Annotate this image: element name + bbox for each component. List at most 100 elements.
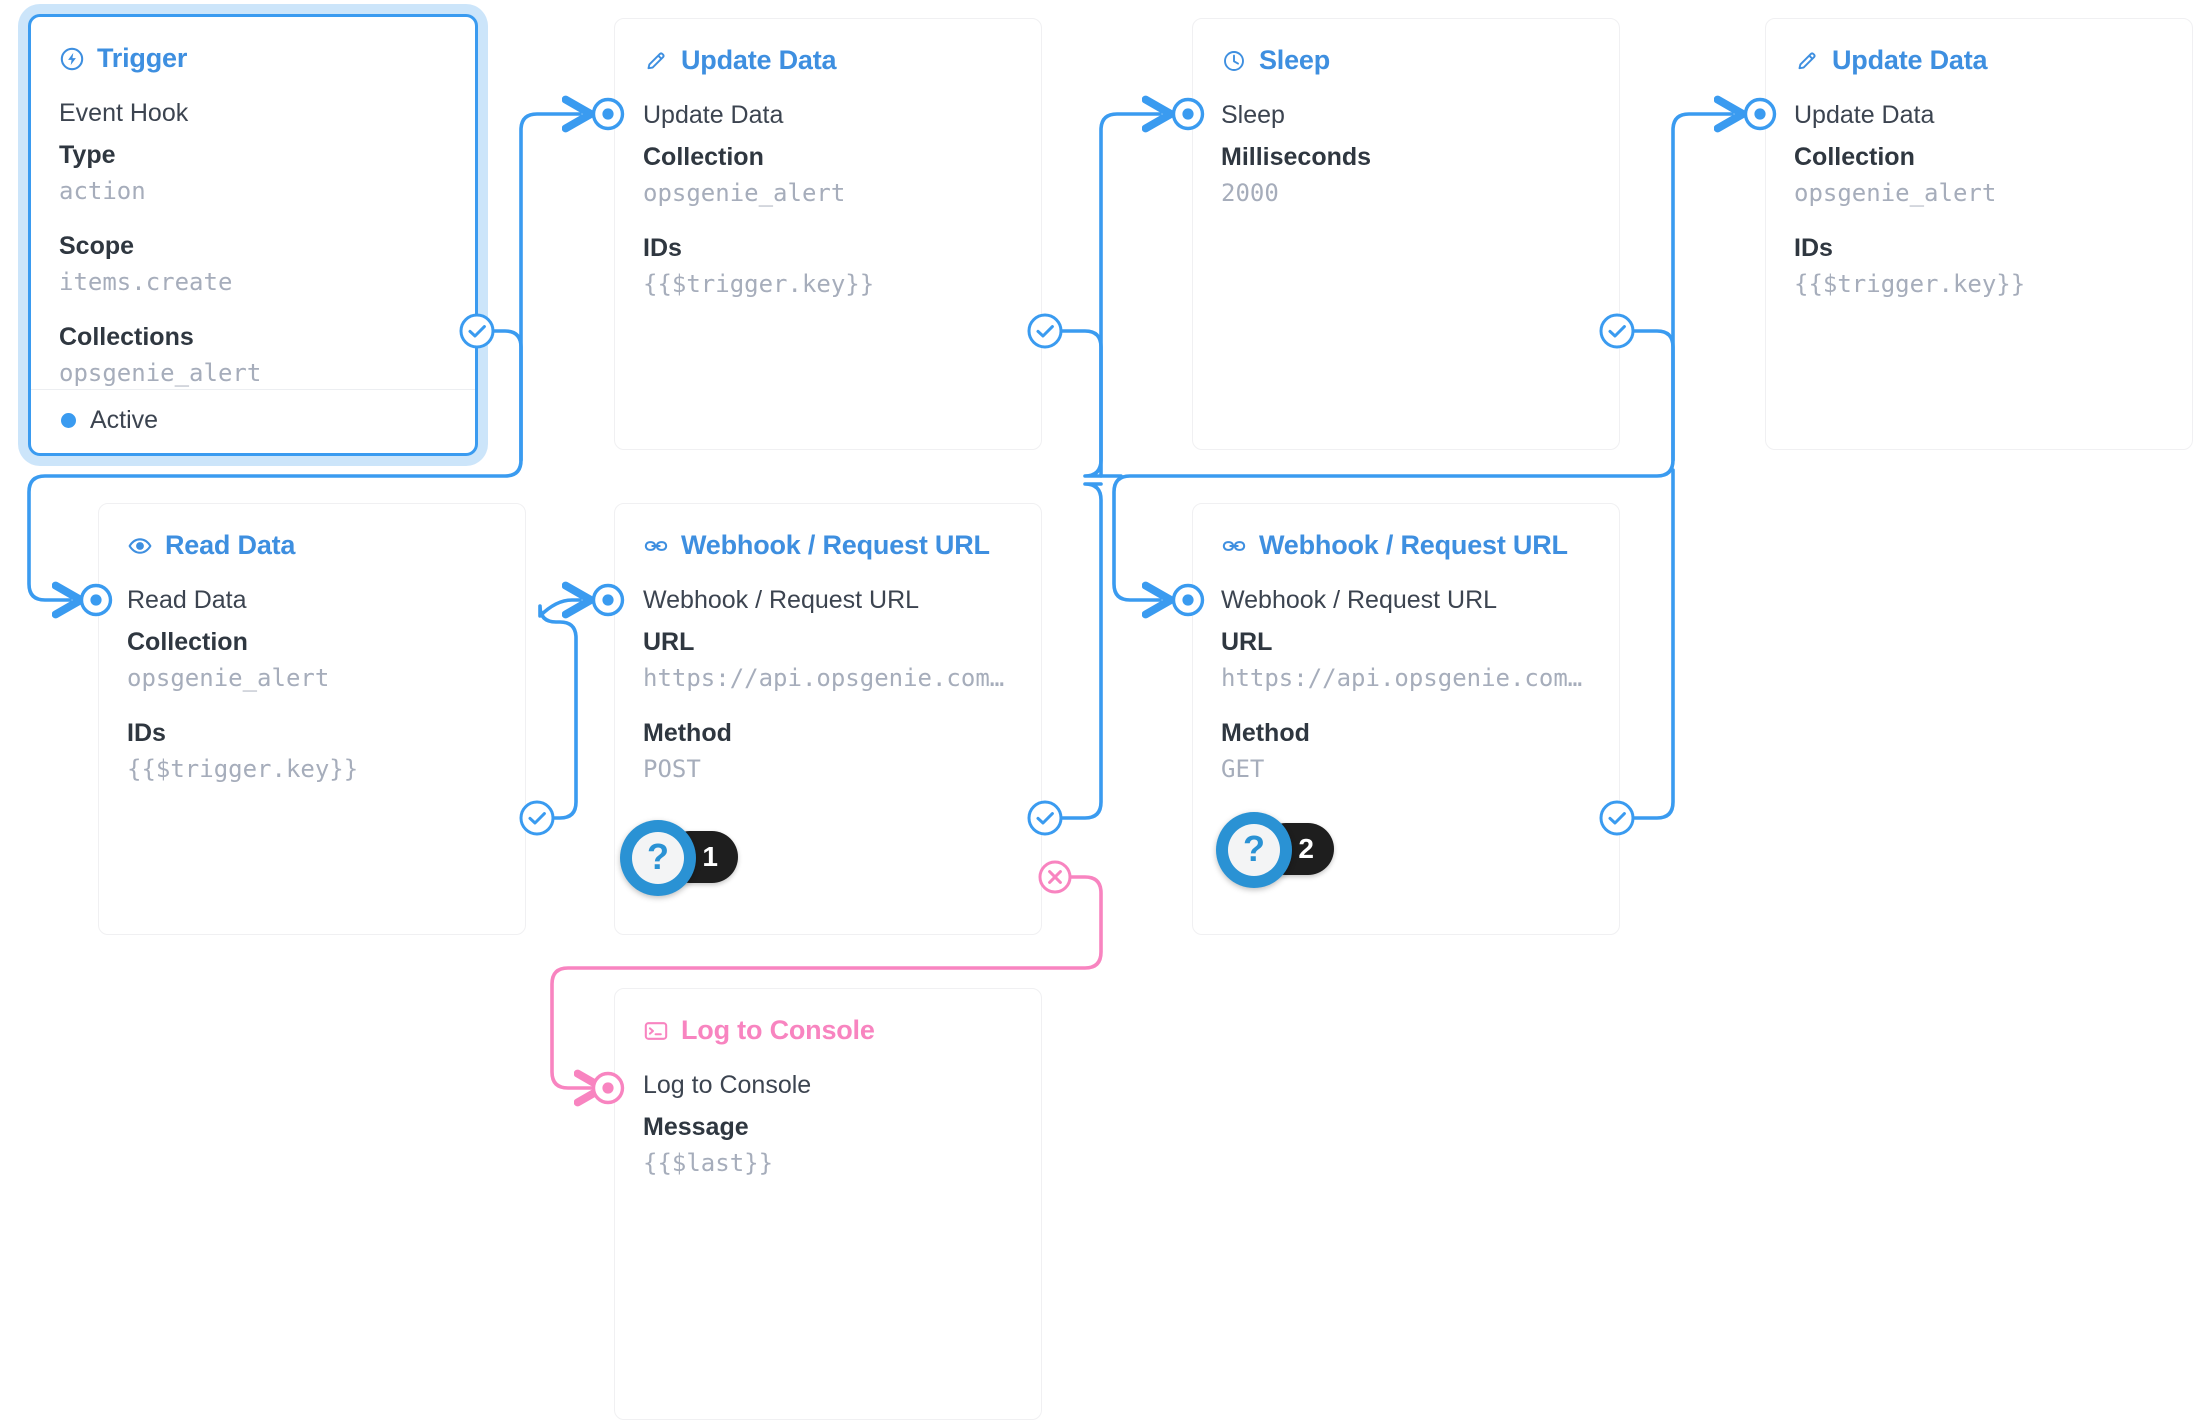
card-header-update-data-1: Update Data [615, 19, 1041, 80]
output-port-success-sleep[interactable] [1595, 309, 1639, 353]
field-value: opsgenie_alert [59, 358, 262, 387]
row-title: Update Data [643, 101, 784, 129]
field-label: IDs [1794, 234, 1833, 263]
card-body-webhook-1: Webhook / Request URL URL https://api.op… [615, 565, 1041, 784]
card-header-label: Webhook / Request URL [1259, 530, 1568, 560]
card-header-webhook-1: Webhook / Request URL [615, 504, 1041, 565]
card-log-to-console[interactable]: Log to Console Log to Console Message {{… [614, 988, 1042, 1420]
field-value: opsgenie_alert [643, 179, 846, 208]
help-badge-symbol: ? [1228, 824, 1280, 876]
field-label: Method [643, 719, 732, 748]
card-header-update-data-2: Update Data [1766, 19, 2192, 80]
field-label: Collections [59, 322, 194, 351]
card-body-update-data-1: Update Data Collection opsgenie_alert ID… [615, 80, 1041, 299]
card-header-trigger: Trigger [31, 17, 475, 78]
output-port-success-webhook-1[interactable] [1023, 796, 1067, 840]
field-value: https://api.opsgenie.com/v… [1221, 664, 1591, 693]
input-port-webhook-2[interactable] [1166, 578, 1210, 622]
card-body-sleep: Sleep Milliseconds 2000 [1193, 80, 1619, 208]
field-value: POST [643, 755, 701, 784]
row-title: Sleep [1221, 101, 1285, 129]
pencil-icon [643, 48, 669, 74]
output-port-success-webhook-2[interactable] [1595, 796, 1639, 840]
output-port-success-trigger[interactable] [455, 309, 499, 353]
field-value: opsgenie_alert [1794, 179, 1997, 208]
link-icon [1221, 533, 1247, 559]
field-value: {{$last}} [643, 1149, 774, 1178]
input-port-update-data-2[interactable] [1738, 92, 1782, 136]
card-trigger[interactable]: Trigger Event Hook Type action Scope ite… [28, 14, 478, 456]
field-label: URL [643, 628, 695, 657]
card-body-update-data-2: Update Data Collection opsgenie_alert ID… [1766, 80, 2192, 299]
card-header-read-data: Read Data [99, 504, 525, 565]
help-badge-symbol: ? [632, 832, 684, 884]
lightning-bolt-circle-icon [59, 46, 85, 72]
input-port-sleep[interactable] [1166, 92, 1210, 136]
card-update-data-1[interactable]: Update Data Update Data Collection opsge… [614, 18, 1042, 450]
pencil-icon [1794, 48, 1820, 74]
card-sleep[interactable]: Sleep Sleep Milliseconds 2000 [1192, 18, 1620, 450]
field-label: URL [1221, 628, 1273, 657]
field-label: IDs [127, 719, 166, 748]
output-port-success-update-data-1[interactable] [1023, 309, 1067, 353]
card-body-log-to-console: Log to Console Message {{$last}} [615, 1050, 1041, 1178]
card-body-trigger: Event Hook Type action Scope items.creat… [31, 78, 475, 388]
field-value: items.create [59, 268, 233, 297]
card-header-webhook-2: Webhook / Request URL [1193, 504, 1619, 565]
card-update-data-2[interactable]: Update Data Update Data Collection opsge… [1765, 18, 2193, 450]
card-header-label: Trigger [97, 43, 188, 73]
help-badge-2[interactable]: 2 ? [1216, 812, 1334, 888]
card-read-data[interactable]: Read Data Read Data Collection opsgenie_… [98, 503, 526, 935]
console-terminal-icon [643, 1018, 669, 1044]
field-label: Milliseconds [1221, 143, 1372, 172]
wire-webhook-1-success [1043, 482, 1103, 820]
question-mark-icon[interactable]: ? [620, 820, 696, 896]
row-title: Update Data [1794, 101, 1935, 129]
field-label: Collection [1794, 143, 1915, 172]
status-dot-icon [61, 413, 76, 428]
row-title: Event Hook [59, 99, 189, 127]
input-port-read-data[interactable] [74, 578, 118, 622]
question-mark-icon[interactable]: ? [1216, 812, 1292, 888]
wire-to-update-data-2 [1671, 114, 1732, 462]
field-value: action [59, 177, 146, 206]
output-port-success-read-data[interactable] [515, 796, 559, 840]
wire-update-data-1-to-sleep [1099, 114, 1160, 478]
row-title: Webhook / Request URL [1221, 586, 1498, 614]
trigger-status-bar: Active [31, 389, 475, 453]
eye-icon [127, 533, 153, 559]
field-label: IDs [643, 234, 682, 263]
wire-webhook-2-success [1615, 468, 1675, 820]
field-value: 2000 [1221, 179, 1279, 208]
field-label: Method [1221, 719, 1310, 748]
row-title: Webhook / Request URL [643, 586, 920, 614]
row-title: Read Data [127, 586, 247, 614]
field-value: {{$trigger.key}} [127, 755, 359, 784]
card-header-label: Webhook / Request URL [681, 530, 990, 560]
field-value: {{$trigger.key}} [643, 270, 875, 299]
field-label: Scope [59, 232, 135, 261]
card-header-label: Update Data [681, 45, 837, 75]
clock-icon [1221, 48, 1247, 74]
card-header-label: Log to Console [681, 1015, 875, 1045]
wire-to-update-data-1 [519, 114, 580, 462]
output-port-error-webhook-1[interactable] [1033, 855, 1077, 899]
input-port-update-data-1[interactable] [586, 92, 630, 136]
status-badge: Active [90, 406, 159, 434]
field-value: GET [1221, 755, 1265, 784]
help-badge-1[interactable]: 1 ? [620, 820, 738, 896]
field-label: Type [59, 141, 116, 170]
card-header-sleep: Sleep [1193, 19, 1619, 80]
field-label: Collection [127, 628, 248, 657]
card-header-label: Sleep [1259, 45, 1331, 75]
input-port-webhook-1[interactable] [586, 578, 630, 622]
link-icon [643, 533, 669, 559]
wire-read-data-to-webhook-1 [535, 600, 580, 820]
input-port-log-to-console[interactable] [586, 1066, 630, 1110]
field-value: https://api.opsgenie.com/v… [643, 664, 1013, 693]
card-body-webhook-2: Webhook / Request URL URL https://api.op… [1193, 565, 1619, 784]
card-header-label: Update Data [1832, 45, 1988, 75]
card-header-log-to-console: Log to Console [615, 989, 1041, 1050]
card-header-label: Read Data [165, 530, 296, 560]
